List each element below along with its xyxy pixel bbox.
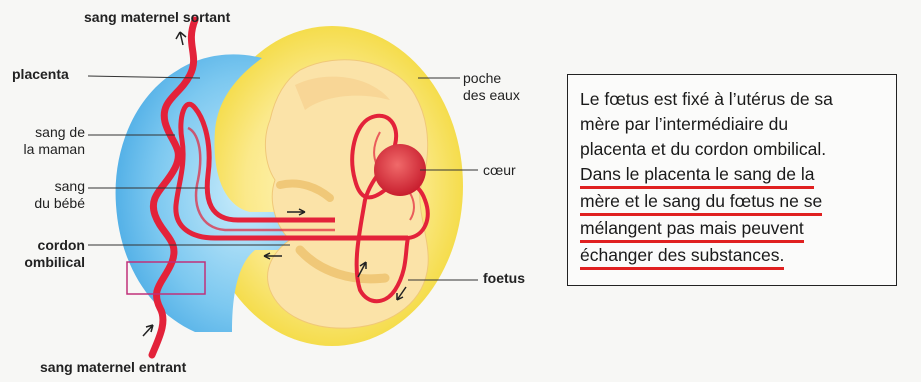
- label-sang-maman: sang de la maman: [0, 124, 85, 158]
- arrow-in-icon: [143, 325, 153, 336]
- label-cordon-line1: cordon: [0, 237, 85, 254]
- info-line-6: mélangent pas mais peuvent: [580, 216, 886, 243]
- label-sang-entrant: sang maternel entrant: [40, 359, 186, 376]
- info-line-7: échanger des substances.: [580, 243, 886, 270]
- info-line-6-underlined: mélangent pas mais peuvent: [580, 217, 804, 243]
- label-sang-sortant: sang maternel sortant: [84, 9, 230, 26]
- info-line-4-underlined: Dans le placenta le sang de la: [580, 163, 814, 189]
- label-coeur: cœur: [483, 162, 516, 179]
- label-foetus: foetus: [483, 270, 525, 287]
- label-sang-maman-line1: sang de: [0, 124, 85, 141]
- label-sang-bebe: sang du bébé: [0, 178, 85, 212]
- info-box: Le fœtus est fixé à l’utérus de sa mère …: [567, 74, 897, 286]
- info-line-7-underlined: échanger des substances.: [580, 244, 784, 270]
- label-sang-bebe-line1: sang: [0, 178, 85, 195]
- label-sang-maman-line2: la maman: [0, 141, 85, 158]
- info-line-3: placenta et du cordon ombilical.: [580, 137, 886, 162]
- label-cordon: cordon ombilical: [0, 237, 85, 271]
- info-line-2: mère par l’intermédiaire du: [580, 112, 886, 137]
- label-cordon-line2: ombilical: [0, 254, 85, 271]
- info-line-4: Dans le placenta le sang de la: [580, 162, 886, 189]
- info-line-1: Le fœtus est fixé à l’utérus de sa: [580, 87, 886, 112]
- heart: [374, 144, 426, 196]
- label-placenta: placenta: [12, 66, 69, 83]
- label-poche: poche des eaux: [463, 70, 520, 104]
- label-sang-bebe-line2: du bébé: [0, 195, 85, 212]
- info-line-5-underlined: mère et le sang du fœtus ne se: [580, 190, 822, 216]
- label-poche-line2: des eaux: [463, 87, 520, 104]
- label-poche-line1: poche: [463, 70, 520, 87]
- info-line-5: mère et le sang du fœtus ne se: [580, 189, 886, 216]
- arrow-out-icon: [176, 32, 186, 45]
